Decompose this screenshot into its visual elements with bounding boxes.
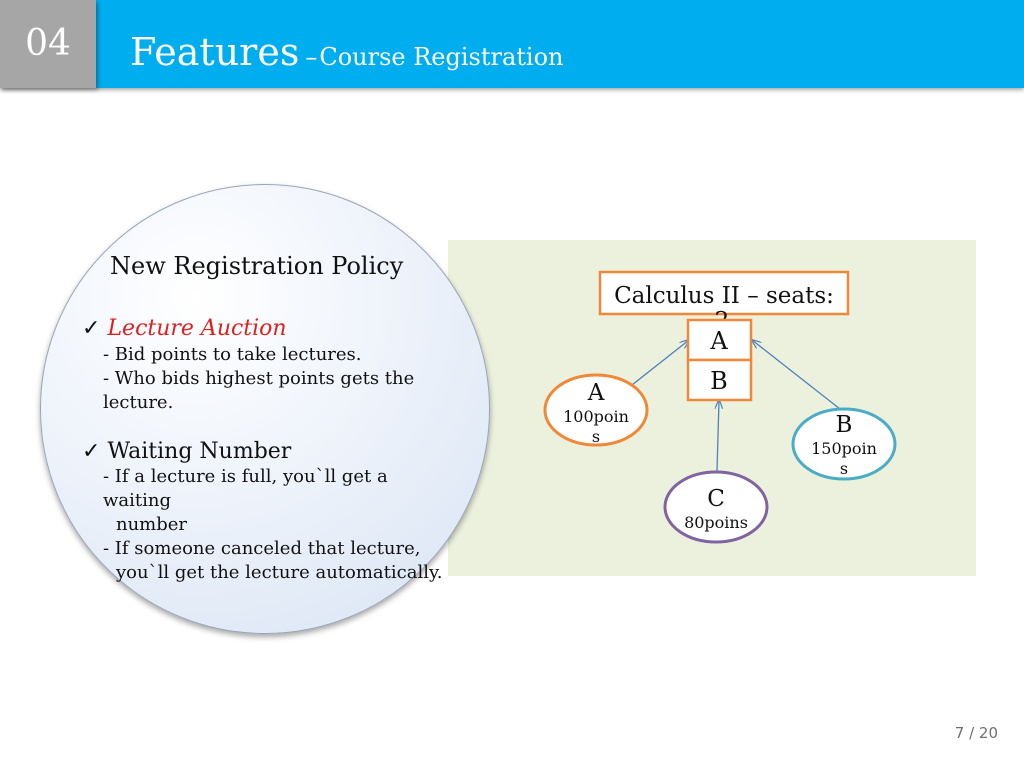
arrow-b-to-seat — [752, 340, 841, 410]
bidder-node — [543, 373, 649, 447]
bidder-name: A — [587, 380, 605, 406]
header-bar: 04 Features–Course Registration — [0, 0, 1024, 88]
page-indicator: 7 / 20 — [954, 724, 998, 742]
policy-title: New Registration Policy — [110, 252, 404, 280]
auction-point: - Bid points to take lectures. — [103, 344, 362, 365]
seat-label: A — [709, 327, 728, 355]
auction-label: Lecture Auction — [107, 316, 287, 341]
seat-box — [686, 358, 753, 402]
waiting-point: waiting — [103, 490, 172, 511]
slide-title-main: Features — [130, 30, 300, 74]
bidder-node — [663, 470, 769, 544]
course-box — [598, 270, 850, 316]
section-number: 04 — [0, 0, 96, 88]
slide-subtitle: Course Registration — [319, 43, 564, 71]
auction-point: lecture. — [103, 392, 174, 413]
course-label: Calculus II – seats: — [614, 283, 834, 309]
check-mark-icon: ✓ — [82, 439, 101, 464]
waiting-point: you`ll get the lecture automatically. — [116, 562, 443, 583]
slide-title: Features–Course Registration — [130, 30, 564, 74]
waiting-point: number — [116, 514, 188, 535]
bidder-points: s — [592, 427, 600, 446]
waiting-point: - If someone canceled that lecture, — [103, 538, 421, 559]
bidder-node — [791, 407, 897, 481]
seat-label: B — [710, 367, 728, 395]
arrow-c-to-seat — [717, 400, 719, 472]
title-separator: – — [305, 43, 318, 71]
bidder-points: 80poins — [684, 513, 748, 532]
auction-heading: ✓ Lecture Auction — [82, 316, 287, 341]
bidder-name: B — [836, 412, 853, 438]
check-mark-icon: ✓ — [82, 316, 101, 341]
bidder-name: C — [707, 486, 725, 512]
bidder-points: 150poin — [811, 439, 877, 458]
bidder-points: 100poin — [563, 407, 629, 426]
policy-circle — [40, 184, 490, 634]
bidder-points: s — [840, 459, 848, 478]
waiting-heading: ✓ Waiting Number — [82, 439, 291, 464]
auction-point: - Who bids highest points gets the — [103, 368, 415, 389]
waiting-point: - If a lecture is full, you`ll get a — [103, 466, 388, 487]
arrow-a-to-seat — [631, 340, 689, 386]
waiting-label: Waiting Number — [107, 439, 292, 464]
